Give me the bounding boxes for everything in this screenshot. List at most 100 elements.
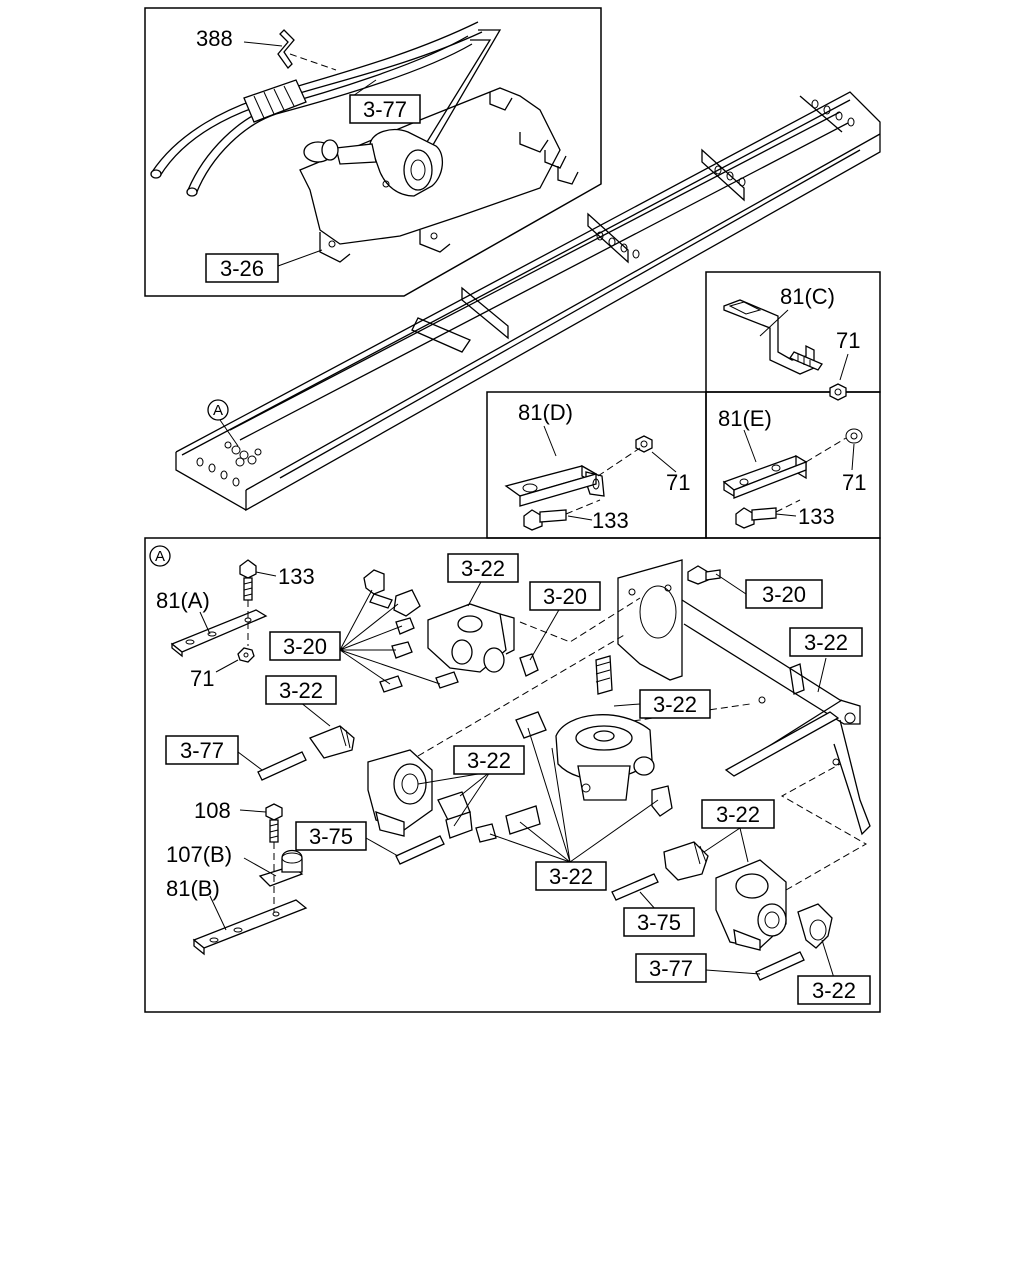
bracket-d	[504, 435, 653, 531]
leader-81a	[199, 611, 211, 635]
callout-133a: 133	[278, 564, 315, 589]
frame-marker-label: A	[213, 402, 223, 419]
detail-marker-label: A	[155, 548, 165, 565]
callout-322-valve-left: 3-22	[279, 678, 323, 703]
callout-320-mid-box: 3-20	[529, 581, 601, 611]
leader-81c	[759, 309, 789, 337]
callout-322-bottom: 3-22	[549, 864, 593, 889]
relay-valve-center	[475, 655, 673, 843]
callout-322-lr-top: 3-22	[716, 802, 760, 827]
leader-81b	[209, 895, 227, 931]
relay-valve-top	[427, 603, 515, 673]
callout-322-right: 3-22	[804, 630, 848, 655]
callout-377-top-box: 3-77	[349, 94, 421, 124]
callout-108: 108	[194, 798, 231, 823]
top-inset-parts	[150, 21, 579, 263]
leader-377-left	[237, 751, 263, 771]
leader-81e	[743, 429, 757, 463]
leader-326	[277, 249, 323, 267]
callout-322-right-box: 3-22	[789, 627, 863, 657]
leader-71e	[851, 443, 855, 471]
leader-375-left	[365, 837, 399, 857]
leader-108	[239, 809, 267, 813]
callout-322-lr-bottom-box: 3-22	[797, 975, 871, 1005]
leader-322-center	[613, 703, 641, 707]
callout-133d: 133	[592, 508, 629, 533]
dashed-bracket-2	[417, 633, 627, 757]
bracket-c	[723, 299, 847, 401]
rod-377-bottom	[755, 951, 805, 981]
callout-320-right: 3-20	[762, 582, 806, 607]
callout-81a: 81(A)	[156, 588, 210, 613]
callout-375-left: 3-75	[309, 824, 353, 849]
callout-71d: 71	[666, 470, 690, 495]
leader-133e	[775, 513, 797, 517]
leader-320-right	[715, 573, 747, 595]
callout-375-right: 3-75	[637, 910, 681, 935]
bracket-e	[722, 428, 863, 529]
callout-326: 3-26	[220, 256, 264, 281]
rod-377-left	[257, 751, 307, 781]
leader-81d	[543, 425, 557, 457]
callout-320-mid: 3-20	[543, 584, 587, 609]
callout-322-lr-top-box: 3-22	[701, 799, 775, 829]
callout-377-left-box: 3-77	[165, 735, 239, 765]
frame-marker-leader	[219, 419, 239, 447]
dashed-81d-bolt	[565, 499, 601, 515]
callout-133e: 133	[798, 504, 835, 529]
callout-377-bottom: 3-77	[649, 956, 693, 981]
dashed-81e	[805, 437, 847, 463]
leader-375-right	[639, 891, 657, 911]
callout-107b: 107(B)	[166, 842, 232, 867]
callout-81e: 81(E)	[718, 406, 772, 431]
callout-320-left: 3-20	[283, 634, 327, 659]
callout-322-bottom-box: 3-22	[535, 861, 607, 891]
callout-326-box: 3-26	[205, 253, 279, 283]
plate-81a-assembly	[170, 559, 268, 663]
small-fittings-320	[363, 569, 539, 693]
dashed-bracket-4	[780, 763, 868, 891]
leader-133d	[567, 515, 593, 521]
callout-71e: 71	[842, 470, 866, 495]
detail-marker-circle	[149, 545, 171, 567]
leader-320-fan	[339, 589, 441, 685]
callout-322-center-box: 3-22	[639, 689, 711, 719]
frame-marker-circle	[207, 399, 229, 421]
callout-375-left-box: 3-75	[295, 821, 367, 851]
callout-81d: 81(D)	[518, 400, 573, 425]
callout-377-top: 3-77	[363, 97, 407, 122]
valve-lower-right	[663, 841, 833, 951]
callout-81c: 81(C)	[780, 284, 835, 309]
leader-377-bottom	[705, 969, 761, 975]
leader-133a	[255, 571, 277, 577]
callout-375-right-box: 3-75	[623, 907, 695, 937]
rod-375-left	[395, 835, 445, 865]
leader-322-top	[467, 579, 483, 607]
callout-322-center: 3-22	[653, 692, 697, 717]
callout-81b: 81(B)	[166, 876, 220, 901]
chassis-frame	[175, 91, 881, 512]
valve-left	[308, 725, 473, 839]
leader-322-right	[817, 657, 827, 693]
leader-71a	[215, 659, 239, 673]
dashed-81d	[597, 447, 641, 477]
callout-322-valve-left-box: 3-22	[265, 675, 337, 705]
callout-377-left: 3-77	[180, 738, 224, 763]
leader-322-lr-top	[703, 827, 749, 863]
callout-322-fit-box: 3-22	[453, 745, 525, 775]
leader-71c	[839, 353, 849, 381]
callout-322-lr-bottom: 3-22	[812, 978, 856, 1003]
callout-377-bottom-box: 3-77	[635, 953, 707, 983]
leader-322-lr-bottom	[821, 939, 835, 979]
callout-322-fit: 3-22	[467, 748, 511, 773]
callout-388: 388	[196, 26, 233, 51]
callout-322-top: 3-22	[461, 556, 505, 581]
rod-375-right	[611, 873, 659, 901]
tie-strip	[277, 29, 295, 70]
leader-71d	[651, 451, 677, 473]
dashed-81e-bolt	[775, 499, 801, 513]
leader-322-valve-left	[299, 701, 331, 727]
dashed-388	[289, 53, 337, 71]
detail-a-panel	[144, 537, 881, 1013]
